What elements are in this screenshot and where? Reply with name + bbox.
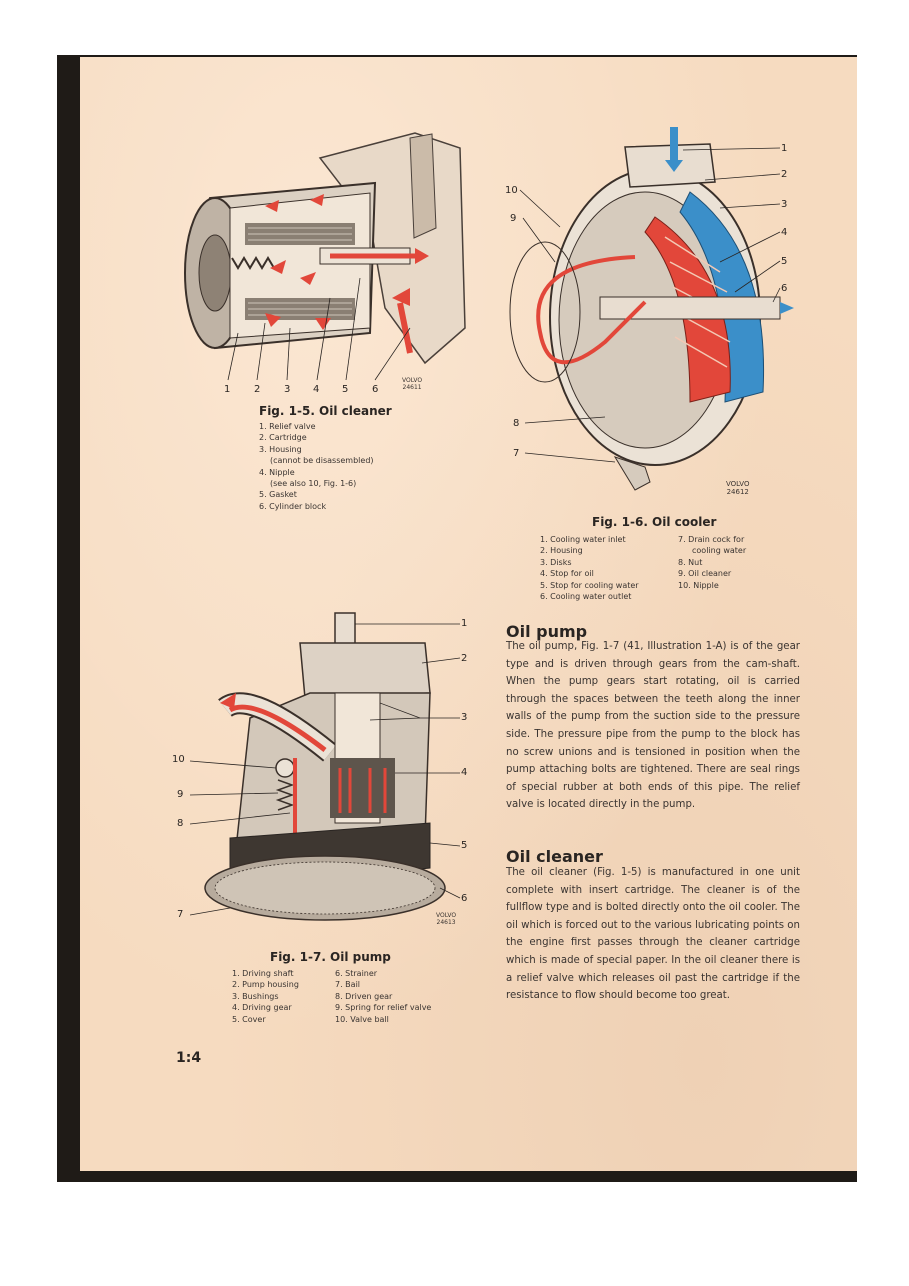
callout-number: 6 xyxy=(781,283,788,294)
callout-number: 8 xyxy=(513,418,520,429)
legend-item: 4. Nipple xyxy=(259,467,295,477)
figure-legend: 1. Relief valve 2. Cartridge 3. Housing … xyxy=(259,421,374,512)
legend-item: 4. Driving gear xyxy=(232,1003,292,1013)
callout-number: 10 xyxy=(505,185,518,196)
callout-number: 4 xyxy=(461,767,468,778)
callout-number: 3 xyxy=(284,384,291,395)
legend-item: (see also 10, Fig. 1-6) xyxy=(270,479,357,489)
oil-cleaner-heading: Oil cleaner xyxy=(506,847,603,866)
oil-cleaner-illustration xyxy=(184,132,466,381)
callout-number: 6 xyxy=(372,384,379,395)
callout-number: 2 xyxy=(254,384,261,395)
callout-number: 9 xyxy=(177,789,184,800)
legend-item: 2. Housing xyxy=(540,546,583,556)
callout-number: 2 xyxy=(781,169,788,180)
legend-item: 6. Cooling water outlet xyxy=(540,592,632,602)
callout-number: 1 xyxy=(461,618,468,629)
figure-legend-left: 1. Driving shaft 2. Pump housing 3. Bush… xyxy=(232,968,299,1025)
page-number: 1:4 xyxy=(176,1050,202,1066)
legend-item: 3. Disks xyxy=(540,557,572,567)
legend-item: 6. Cylinder block xyxy=(259,501,327,511)
legend-item: 1. Cooling water inlet xyxy=(540,535,626,544)
legend-item: 5. Stop for cooling water xyxy=(540,580,639,590)
legend-item: 7. Drain cock for xyxy=(678,535,745,544)
figure-legend-left: 1. Cooling water inlet 2. Housing 3. Dis… xyxy=(540,534,639,602)
callout-number: 5 xyxy=(781,256,788,267)
oil-pump-illustration xyxy=(190,612,461,921)
callout-number: 1 xyxy=(781,143,788,154)
callout-number: 10 xyxy=(172,754,185,765)
callout-number: 5 xyxy=(461,840,468,851)
legend-item: 10. Valve ball xyxy=(335,1014,389,1024)
oil-pump-heading: Oil pump xyxy=(506,622,588,641)
figure-caption: Fig. 1-6. Oil cooler xyxy=(592,515,717,529)
legend-item: 7. Bail xyxy=(335,980,361,990)
callout-number: 7 xyxy=(513,448,520,459)
figure-caption: Fig. 1-5. Oil cleaner xyxy=(259,404,392,418)
figure-legend-right: 6. Strainer 7. Bail 8. Driven gear 9. Sp… xyxy=(335,968,431,1025)
callout-number: 1 xyxy=(224,384,231,395)
callout-number: 5 xyxy=(342,384,349,395)
callout-number: 8 xyxy=(177,818,184,829)
callout-number: 6 xyxy=(461,893,468,904)
legend-item: 10. Nipple xyxy=(678,580,719,590)
figure-caption: Fig. 1-7. Oil pump xyxy=(270,950,391,964)
callout-number: 9 xyxy=(510,213,517,224)
legend-item: 1. Relief valve xyxy=(259,422,316,431)
oil-cleaner-paragraph: The oil cleaner (Fig. 1-5) is manufactur… xyxy=(506,867,800,1002)
legend-item: 5. Gasket xyxy=(259,490,297,500)
oil-pump-paragraph: The oil pump, Fig. 1-7 (41, Illustration… xyxy=(506,641,800,811)
legend-item: 8. Driven gear xyxy=(335,991,393,1001)
oil-cooler-illustration xyxy=(509,127,794,491)
legend-item: 6. Strainer xyxy=(335,969,378,978)
legend-item: 4. Stop for oil xyxy=(540,569,594,579)
callout-number: 4 xyxy=(313,384,320,395)
legend-item: 3. Bushings xyxy=(232,991,279,1001)
legend-item: 1. Driving shaft xyxy=(232,969,294,978)
legend-item: 2. Cartridge xyxy=(259,433,307,443)
callout-number: 7 xyxy=(177,909,184,920)
legend-item: 5. Cover xyxy=(232,1014,266,1024)
legend-item: 8. Nut xyxy=(678,557,703,567)
legend-item: 2. Pump housing xyxy=(232,980,299,990)
figure-legend-right: 7. Drain cock for cooling water 8. Nut 9… xyxy=(678,534,746,591)
callout-number: 4 xyxy=(781,227,788,238)
legend-item: cooling water xyxy=(692,546,747,556)
callout-number: 3 xyxy=(461,712,468,723)
legend-item: 3. Housing xyxy=(259,444,302,454)
legend-item: 9. Spring for relief valve xyxy=(335,1003,432,1013)
legend-item: 9. Oil cleaner xyxy=(678,569,732,579)
callout-number: 2 xyxy=(461,653,468,664)
legend-item: (cannot be disassembled) xyxy=(270,456,374,466)
callout-number: 3 xyxy=(781,199,788,210)
